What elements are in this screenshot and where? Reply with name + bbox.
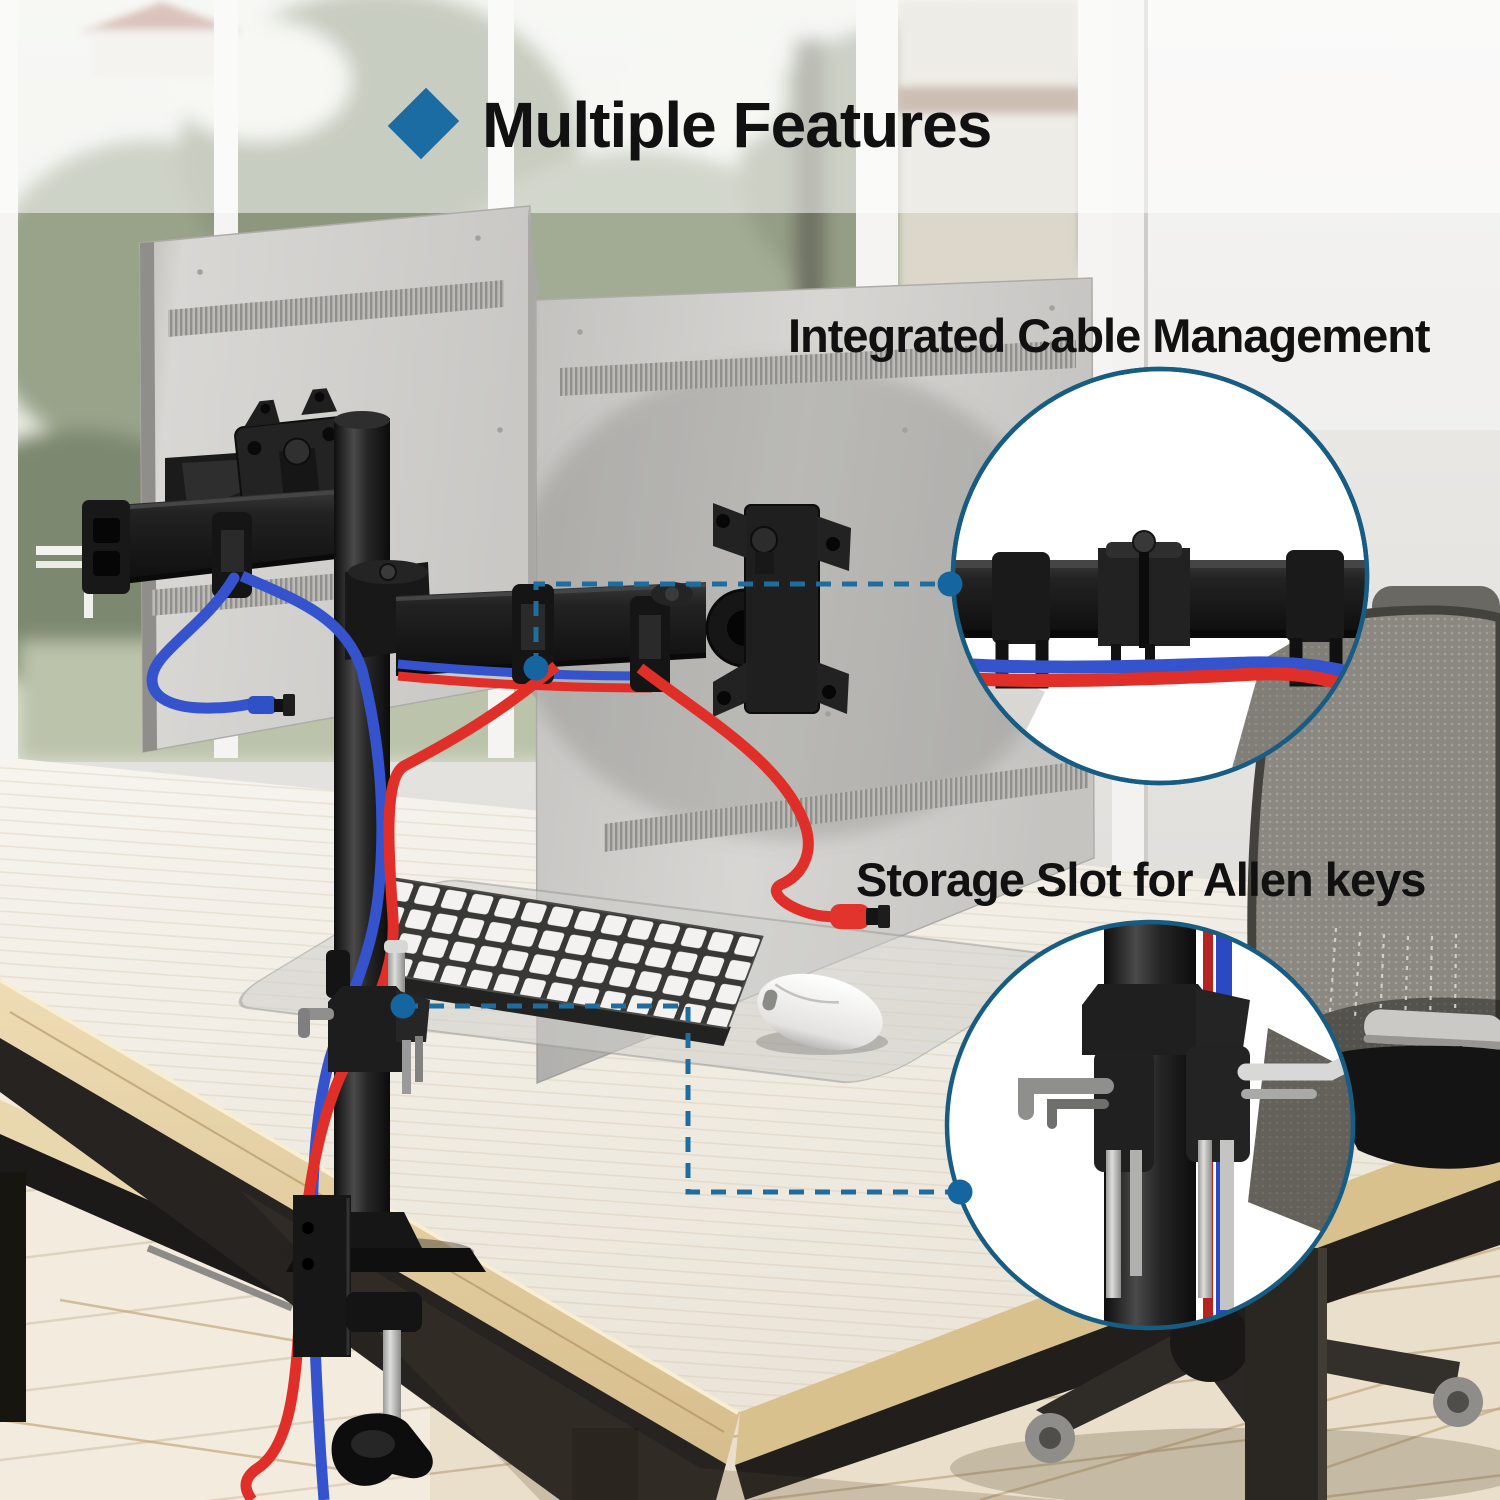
zoomed-arm — [953, 530, 1367, 700]
chair-armrest — [1363, 1009, 1500, 1050]
callout-circle-allen-keys — [944, 919, 1356, 1331]
blue-connector — [248, 696, 276, 714]
page-title: Multiple Features — [482, 89, 992, 161]
leader-dots — [390, 571, 973, 1205]
under-desk-shadow — [240, 1190, 1060, 1500]
mouse-wheel[interactable] — [761, 988, 779, 1012]
desk-clamp — [278, 1195, 486, 1486]
desk-leg-front — [572, 1428, 638, 1500]
monitor-mount — [82, 388, 890, 1500]
vent-strip — [604, 760, 1088, 852]
allen-key-collar — [298, 986, 430, 1094]
chair-lumbar-vents — [1328, 927, 1458, 1025]
zoomed-pole — [1018, 922, 1353, 1328]
chair-shadow — [950, 1428, 1500, 1500]
top-fade-overlay — [0, 0, 1500, 213]
allen-key[interactable] — [402, 1040, 411, 1094]
vesa-plate-right — [713, 503, 851, 717]
red-connector — [830, 904, 870, 929]
zoomed-blue-cable — [953, 656, 1367, 685]
feature-label-cable-management: Integrated Cable Management — [788, 309, 1431, 362]
callout-circle-cable-management — [950, 366, 1370, 786]
leader-line-cable-management — [533, 581, 950, 668]
zoomed-allen-keys — [1018, 1046, 1353, 1310]
vent-strip — [168, 280, 504, 337]
chair-seat — [1340, 1045, 1500, 1169]
feature-label-allen-keys: Storage Slot for Allen keys — [856, 853, 1426, 906]
chair-backrest — [1251, 610, 1500, 1068]
chair-wheel — [1025, 1413, 1075, 1463]
tilt-knob[interactable] — [750, 526, 778, 554]
allen-key[interactable] — [415, 1036, 423, 1082]
chair-wheel — [1433, 1377, 1483, 1427]
vent-strip — [560, 340, 1076, 396]
leader-line-allen-keys — [403, 1003, 960, 1195]
clamp-arm — [346, 1292, 422, 1332]
arm-end-cap — [82, 500, 130, 594]
zoomed-red-cable — [953, 667, 1367, 700]
mouse[interactable] — [749, 962, 891, 1063]
clamp-plate — [293, 1195, 351, 1357]
tilt-knob[interactable] — [283, 437, 312, 466]
clamp-screw[interactable] — [383, 1330, 401, 1428]
